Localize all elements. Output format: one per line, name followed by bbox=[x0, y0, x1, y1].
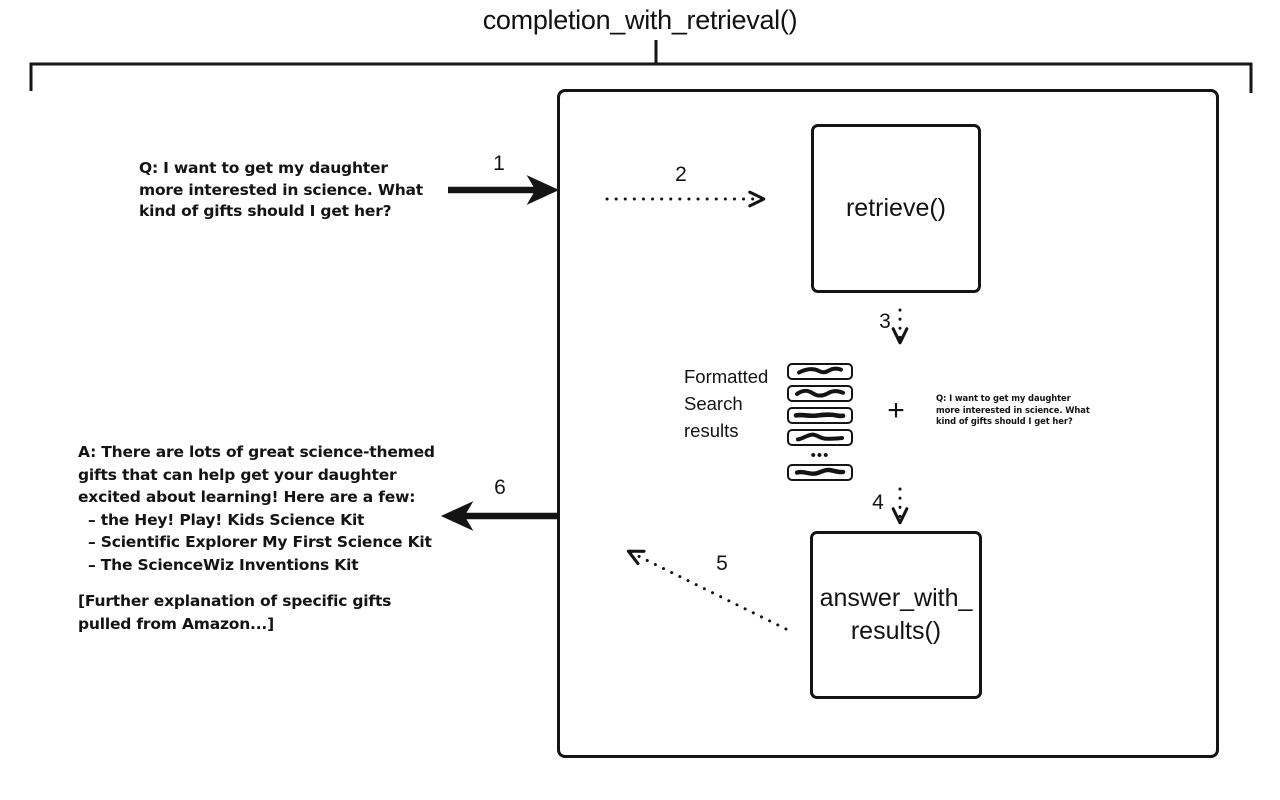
step-number-5: 5 bbox=[716, 552, 728, 575]
search-result-document-stack: ••• bbox=[787, 363, 853, 486]
answer-footer-line: pulled from Amazon...] bbox=[78, 614, 275, 633]
question-line: more interested in science. What bbox=[139, 180, 424, 199]
formatted-label-line: Search bbox=[684, 393, 743, 414]
retrieve-function-label: retrieve() bbox=[845, 194, 946, 222]
answer-line: gifts that can help get your daughter bbox=[78, 465, 397, 484]
question-line: kind of gifts should I get her? bbox=[139, 202, 392, 220]
step-number-6: 6 bbox=[494, 476, 506, 499]
prompt-question-text: Q: I want to get my daughter more intere… bbox=[936, 393, 1111, 428]
retrieve-function-box[interactable]: retrieve() bbox=[811, 124, 981, 293]
assistant-answer-text: A: There are lots of great science-theme… bbox=[78, 441, 458, 635]
system-boundary-box bbox=[557, 89, 1219, 758]
prompt-question-line: Q: I want to get my daughter bbox=[936, 393, 1071, 403]
document-stack-ellipsis: ••• bbox=[810, 447, 830, 464]
answer-spacer bbox=[78, 576, 458, 590]
document-icon bbox=[787, 429, 853, 446]
answer-line: excited about learning! Here are a few: bbox=[78, 488, 416, 506]
user-question-text: Q: I want to get my daughter more intere… bbox=[139, 158, 429, 223]
answer-line: A: There are lots of great science-theme… bbox=[78, 443, 435, 461]
step-number-2: 2 bbox=[675, 163, 687, 186]
formatted-search-results-label: Formatted Search results bbox=[684, 363, 799, 444]
prompt-question-line: more interested in science. What bbox=[936, 404, 1090, 415]
answer-list-item: – The ScienceWiz Inventions Kit bbox=[88, 555, 359, 574]
document-icon bbox=[787, 385, 853, 402]
plus-symbol: + bbox=[887, 394, 905, 427]
step-number-1: 1 bbox=[493, 152, 505, 175]
formatted-label-line: Formatted bbox=[684, 366, 769, 387]
answer-function-label-line1: answer_with_ bbox=[819, 584, 973, 612]
document-icon bbox=[787, 407, 853, 424]
answer-list-item: – the Hey! Play! Kids Science Kit bbox=[88, 510, 365, 529]
scope-bracket bbox=[29, 40, 1253, 93]
document-icon bbox=[787, 464, 853, 481]
formatted-label-line: results bbox=[684, 420, 739, 441]
step-number-4: 4 bbox=[872, 491, 884, 514]
answer-footer-line: [Further explanation of specific gifts bbox=[78, 592, 392, 610]
page-title: completion_with_retrieval() bbox=[482, 5, 798, 35]
answer-list-item: – Scientific Explorer My First Science K… bbox=[88, 533, 432, 551]
document-icon bbox=[787, 363, 853, 380]
prompt-question-line: kind of gifts should I get her? bbox=[936, 416, 1073, 427]
question-line: Q: I want to get my daughter bbox=[139, 159, 388, 177]
step-number-3: 3 bbox=[879, 310, 891, 333]
answer-with-results-function-box[interactable]: answer_with_ results() bbox=[810, 531, 982, 699]
answer-function-label-line2: results() bbox=[850, 617, 942, 645]
